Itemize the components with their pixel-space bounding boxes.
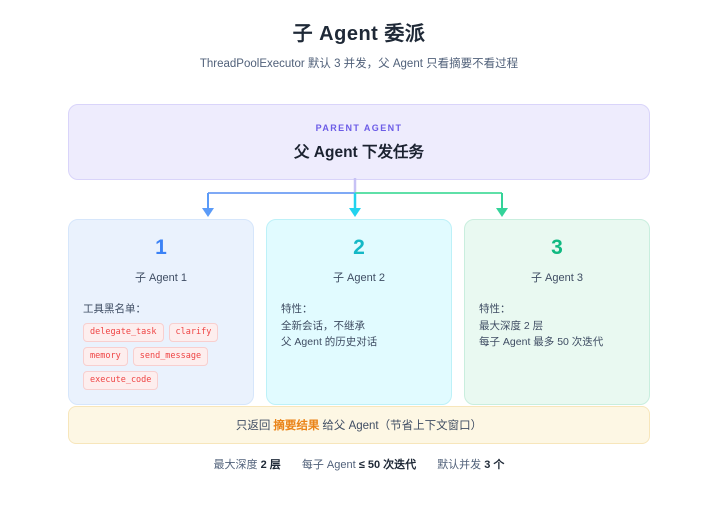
child-card-body: 工具黑名单： delegate_task clarify memory send… bbox=[83, 301, 239, 390]
stat-item: 默认并发 3 个 bbox=[437, 456, 504, 472]
tool-tag: clarify bbox=[168, 323, 219, 342]
child-card-body: 特性： 最大深度 2 层 每子 Agent 最多 50 次迭代 bbox=[479, 301, 635, 350]
page-subtitle: ThreadPoolExecutor 默认 3 并发，父 Agent 只看摘要不… bbox=[199, 58, 519, 70]
tool-tag: delegate_task bbox=[83, 323, 164, 342]
parent-agent-kicker: PARENT AGENT bbox=[315, 122, 403, 133]
footer-stats: 最大深度 2 层 每子 Agent ≤ 50 次迭代 默认并发 3 个 bbox=[0, 456, 718, 472]
parent-agent-box: PARENT AGENT 父 Agent 下发任务 bbox=[68, 104, 650, 180]
tool-tag: memory bbox=[83, 347, 128, 366]
child-card-lead: 工具黑名单： bbox=[83, 303, 146, 315]
stat-label: 每子 Agent bbox=[301, 459, 356, 471]
child-agent-card-3[interactable]: 3 子 Agent 3 特性： 最大深度 2 层 每子 Agent 最多 50 … bbox=[464, 219, 650, 405]
child-card-line: 每子 Agent 最多 50 次迭代 bbox=[479, 336, 604, 348]
child-card-number: 2 bbox=[353, 236, 365, 259]
stat-label: 最大深度 bbox=[213, 459, 258, 471]
child-card-name: 子 Agent 1 bbox=[135, 272, 187, 284]
connector-arrows bbox=[202, 178, 508, 217]
stat-item: 最大深度 2 层 bbox=[214, 456, 281, 472]
stat-value: 2 层 bbox=[260, 459, 281, 471]
summary-banner: 只返回 摘要结果 给父 Agent（节省上下文窗口） bbox=[68, 406, 650, 444]
child-agent-cards: 1 子 Agent 1 工具黑名单： delegate_task clarify… bbox=[68, 219, 650, 405]
child-card-line: 全新会话，不继承 bbox=[281, 320, 365, 332]
child-card-name: 子 Agent 3 bbox=[531, 272, 583, 284]
child-card-body: 特性： 全新会话，不继承 父 Agent 的历史对话 bbox=[281, 301, 437, 350]
child-card-name: 子 Agent 2 bbox=[333, 272, 385, 284]
stat-label: 默认并发 bbox=[437, 459, 482, 471]
child-card-number: 3 bbox=[551, 236, 563, 259]
tool-blacklist-tags: delegate_task clarify memory send_messag… bbox=[83, 323, 239, 390]
summary-suffix: 给父 Agent（节省上下文窗口） bbox=[322, 420, 483, 432]
summary-prefix: 只返回 bbox=[235, 420, 271, 432]
child-card-line: 最大深度 2 层 bbox=[479, 320, 544, 332]
page-header: 子 Agent 委派 ThreadPoolExecutor 默认 3 并发，父 … bbox=[0, 0, 718, 72]
child-card-number: 1 bbox=[155, 236, 167, 259]
stat-item: 每子 Agent ≤ 50 次迭代 bbox=[302, 456, 416, 472]
child-card-lead: 特性： bbox=[479, 303, 511, 315]
stat-value: ≤ 50 次迭代 bbox=[358, 459, 417, 471]
stat-value: 3 个 bbox=[484, 459, 505, 471]
summary-highlight: 摘要结果 bbox=[273, 420, 320, 432]
child-agent-card-1[interactable]: 1 子 Agent 1 工具黑名单： delegate_task clarify… bbox=[68, 219, 254, 405]
child-card-line: 父 Agent 的历史对话 bbox=[281, 336, 378, 348]
page-title: 子 Agent 委派 bbox=[292, 23, 426, 45]
tool-tag: execute_code bbox=[83, 371, 159, 390]
child-agent-card-2[interactable]: 2 子 Agent 2 特性： 全新会话，不继承 父 Agent 的历史对话 bbox=[266, 219, 452, 405]
child-card-lead: 特性： bbox=[281, 303, 313, 315]
tool-tag: send_message bbox=[132, 347, 209, 366]
parent-agent-title: 父 Agent 下发任务 bbox=[293, 143, 425, 161]
